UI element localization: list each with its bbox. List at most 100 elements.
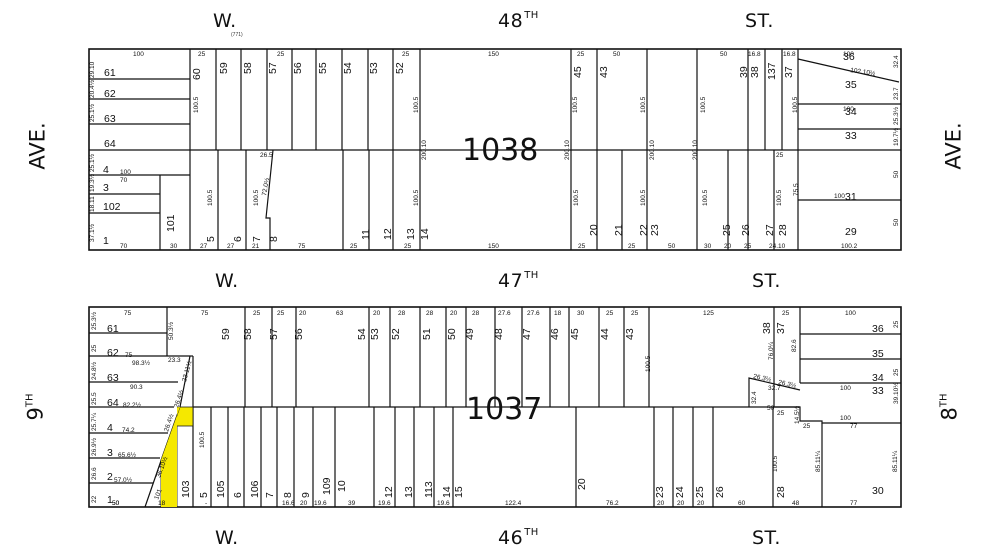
svg-text:113: 113 xyxy=(423,481,435,498)
svg-text:26.5: 26.5 xyxy=(260,152,273,159)
svg-text:25: 25 xyxy=(721,224,733,236)
svg-text:125: 125 xyxy=(703,310,714,317)
svg-text:1: 1 xyxy=(103,235,109,247)
svg-text:34: 34 xyxy=(872,372,884,384)
svg-text:200.10: 200.10 xyxy=(564,140,571,160)
svg-text:30: 30 xyxy=(704,243,712,250)
svg-text:16.8: 16.8 xyxy=(783,51,796,58)
svg-text:27.6: 27.6 xyxy=(527,310,540,317)
svg-text:21: 21 xyxy=(613,224,625,236)
top-note: (771) xyxy=(231,32,243,38)
svg-text:64: 64 xyxy=(104,138,116,150)
svg-text:200.10: 200.10 xyxy=(421,140,428,160)
svg-text:63: 63 xyxy=(336,310,344,317)
block-number-1038: 1038 xyxy=(462,133,538,168)
svg-text:100.5: 100.5 xyxy=(640,189,647,206)
svg-text:27: 27 xyxy=(764,224,776,236)
svg-text:25: 25 xyxy=(578,243,586,250)
svg-text:25: 25 xyxy=(277,51,285,58)
svg-text:82.6: 82.6 xyxy=(791,339,798,352)
svg-text:62: 62 xyxy=(107,347,119,359)
svg-text:100: 100 xyxy=(840,415,851,422)
svg-text:3: 3 xyxy=(107,447,113,459)
svg-text:12: 12 xyxy=(382,228,394,240)
svg-text:77: 77 xyxy=(850,500,858,507)
svg-text:23.7: 23.7 xyxy=(893,87,900,100)
svg-text:25: 25 xyxy=(777,410,785,417)
svg-text:27.6: 27.6 xyxy=(498,310,511,317)
svg-text:11: 11 xyxy=(360,229,372,240)
svg-text:5: 5 xyxy=(198,492,210,498)
svg-text:39: 39 xyxy=(738,66,750,78)
svg-text:32.4: 32.4 xyxy=(751,391,758,404)
svg-text:63: 63 xyxy=(104,113,116,125)
svg-text:50: 50 xyxy=(112,500,120,507)
svg-text:28: 28 xyxy=(472,310,480,317)
svg-text:20: 20 xyxy=(576,478,588,490)
svg-text:75: 75 xyxy=(124,310,132,317)
svg-text:58: 58 xyxy=(242,328,254,340)
svg-text:8: 8 xyxy=(268,236,280,242)
svg-text:20: 20 xyxy=(450,310,458,317)
svg-text:57.0½: 57.0½ xyxy=(114,476,133,484)
svg-text:20.4½: 20.4½ xyxy=(88,79,96,98)
svg-text:25: 25 xyxy=(893,320,900,328)
svg-text:19.6: 19.6 xyxy=(378,500,391,507)
svg-text:25: 25 xyxy=(277,310,285,317)
svg-text:76.2: 76.2 xyxy=(606,500,619,507)
svg-text:100.5: 100.5 xyxy=(207,189,214,206)
svg-text:30: 30 xyxy=(577,310,585,317)
svg-text:150: 150 xyxy=(488,51,499,58)
svg-text:2: 2 xyxy=(107,471,113,483)
svg-text:100.5: 100.5 xyxy=(193,96,200,113)
street-label-top-prefix: W. xyxy=(213,10,237,32)
street-label-top-suffix: ST. xyxy=(745,10,774,32)
svg-text:102.10½: 102.10½ xyxy=(850,66,877,78)
svg-text:60: 60 xyxy=(738,500,746,507)
svg-text:25.7¼: 25.7¼ xyxy=(91,412,98,431)
svg-text:4: 4 xyxy=(103,164,109,176)
svg-text:18: 18 xyxy=(554,310,562,317)
svg-text:6: 6 xyxy=(232,492,244,498)
svg-text:6: 6 xyxy=(232,236,244,242)
svg-text:15: 15 xyxy=(453,486,465,498)
svg-text:27: 27 xyxy=(200,243,208,250)
svg-text:25.5: 25.5 xyxy=(91,392,98,405)
svg-text:75: 75 xyxy=(201,310,209,317)
svg-text:25: 25 xyxy=(198,51,206,58)
svg-text:85.11¼: 85.11¼ xyxy=(892,450,899,472)
svg-text:200.10: 200.10 xyxy=(649,140,656,160)
svg-text:25.1½: 25.1½ xyxy=(88,103,96,122)
svg-text:26: 26 xyxy=(740,224,752,236)
svg-text:137: 137 xyxy=(766,62,778,80)
svg-text:25: 25 xyxy=(606,310,614,317)
svg-text:26.9½: 26.9½ xyxy=(90,437,98,456)
svg-text:12: 12 xyxy=(383,486,395,498)
svg-text:50: 50 xyxy=(720,51,728,58)
svg-text:25: 25 xyxy=(782,310,790,317)
svg-text:44: 44 xyxy=(599,328,611,340)
svg-text:24: 24 xyxy=(674,486,686,498)
svg-text:122.4: 122.4 xyxy=(505,500,522,507)
svg-text:14: 14 xyxy=(419,228,431,240)
svg-text:63: 63 xyxy=(107,372,119,384)
svg-text:100: 100 xyxy=(843,106,854,113)
svg-text:18.11: 18.11 xyxy=(89,196,96,212)
svg-text:10: 10 xyxy=(336,480,348,492)
svg-text:53: 53 xyxy=(368,62,380,74)
svg-text:39.10½: 39.10½ xyxy=(892,382,900,404)
svg-text:70: 70 xyxy=(120,177,128,184)
svg-text:64: 64 xyxy=(107,397,119,409)
svg-text:25: 25 xyxy=(694,486,706,498)
svg-text:100: 100 xyxy=(843,51,854,58)
svg-text:51: 51 xyxy=(421,328,433,340)
svg-text:19.6: 19.6 xyxy=(437,500,450,507)
block-number-1037: 1037 xyxy=(466,392,542,427)
svg-text:100.5: 100.5 xyxy=(572,96,579,113)
svg-text:26.3½: 26.3½ xyxy=(778,378,798,390)
svg-text:100.2: 100.2 xyxy=(841,243,858,250)
svg-text:54: 54 xyxy=(356,328,368,340)
svg-text:37: 37 xyxy=(783,66,795,78)
svg-text:47: 47 xyxy=(521,328,533,340)
svg-text:16.6: 16.6 xyxy=(282,500,295,507)
